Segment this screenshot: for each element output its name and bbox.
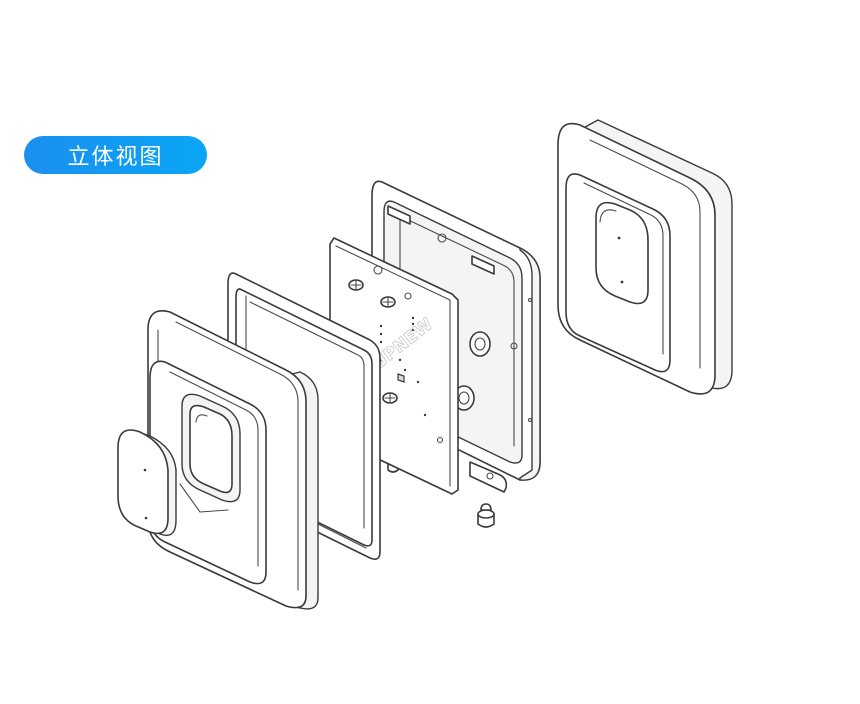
screw (477, 503, 495, 528)
assembled-device (557, 119, 733, 395)
section-badge-label: 立体视图 (67, 145, 164, 170)
touch-button (117, 429, 177, 537)
pcb-screw (382, 392, 398, 404)
section-badge: 立体视图 (24, 136, 207, 174)
pcb-screw (348, 279, 364, 291)
front-cover (147, 310, 319, 610)
pcb-screw (380, 296, 396, 308)
